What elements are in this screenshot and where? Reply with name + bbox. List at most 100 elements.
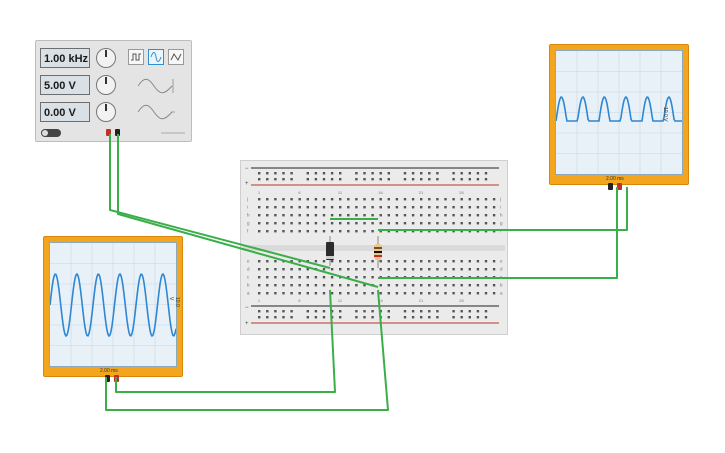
terminal-hole[interactable] (330, 230, 334, 233)
frequency-display[interactable]: 1.00 kHz (40, 48, 90, 68)
terminal-hole[interactable] (411, 198, 415, 201)
terminal-hole[interactable] (274, 284, 277, 287)
terminal-hole[interactable] (460, 260, 463, 263)
offset-knob[interactable] (96, 102, 116, 122)
top-rail-minus-hole[interactable] (314, 178, 318, 181)
bottom-rail-minus-hole[interactable] (387, 316, 390, 319)
top-rail-minus-hole[interactable] (403, 178, 407, 181)
bottom-rail-plus-hole[interactable] (436, 310, 439, 313)
terminal-hole[interactable] (492, 214, 496, 217)
terminal-hole[interactable] (428, 222, 431, 225)
terminal-hole[interactable] (420, 292, 423, 295)
terminal-hole[interactable] (363, 230, 366, 233)
terminal-hole[interactable] (266, 222, 269, 225)
terminal-hole[interactable] (355, 284, 358, 287)
terminal-hole[interactable] (420, 284, 423, 287)
bottom-rail-minus-hole[interactable] (258, 316, 261, 319)
terminal-hole[interactable] (322, 222, 326, 225)
terminal-hole[interactable] (298, 268, 301, 271)
terminal-hole[interactable] (371, 268, 374, 271)
terminal-hole[interactable] (306, 198, 309, 201)
fn-gen-negative-terminal[interactable] (115, 129, 120, 136)
terminal-hole[interactable] (395, 268, 399, 271)
terminal-hole[interactable] (363, 214, 366, 217)
terminal-hole[interactable] (387, 206, 390, 209)
terminal-hole[interactable] (476, 214, 480, 217)
top-rail-minus-hole[interactable] (290, 178, 293, 181)
terminal-hole[interactable] (387, 292, 390, 295)
terminal-hole[interactable] (258, 260, 261, 263)
terminal-hole[interactable] (436, 230, 439, 233)
top-rail-plus-hole[interactable] (387, 172, 390, 175)
terminal-hole[interactable] (444, 260, 447, 263)
terminal-hole[interactable] (371, 230, 374, 233)
terminal-hole[interactable] (298, 230, 301, 233)
bottom-rail-plus-hole[interactable] (330, 310, 334, 313)
terminal-hole[interactable] (355, 260, 358, 263)
bottom-rail-plus-hole[interactable] (411, 310, 415, 313)
terminal-hole[interactable] (290, 222, 293, 225)
terminal-hole[interactable] (258, 198, 261, 201)
terminal-hole[interactable] (355, 214, 358, 217)
terminal-hole[interactable] (330, 198, 334, 201)
terminal-hole[interactable] (290, 268, 293, 271)
terminal-hole[interactable] (476, 206, 480, 209)
terminal-hole[interactable] (339, 260, 342, 263)
top-rail-plus-hole[interactable] (460, 172, 463, 175)
terminal-hole[interactable] (420, 222, 423, 225)
terminal-hole[interactable] (347, 284, 350, 287)
terminal-hole[interactable] (403, 206, 407, 209)
bottom-rail-minus-hole[interactable] (339, 316, 342, 319)
terminal-hole[interactable] (363, 198, 366, 201)
terminal-hole[interactable] (258, 222, 261, 225)
terminal-hole[interactable] (403, 230, 407, 233)
bottom-rail-minus-hole[interactable] (330, 316, 334, 319)
top-rail-plus-hole[interactable] (452, 172, 455, 175)
terminal-hole[interactable] (274, 206, 277, 209)
terminal-hole[interactable] (314, 206, 318, 209)
bottom-rail-minus-hole[interactable] (411, 316, 415, 319)
scope-in-positive-terminal[interactable] (114, 375, 119, 382)
terminal-hole[interactable] (387, 198, 390, 201)
top-rail-plus-hole[interactable] (355, 172, 358, 175)
bottom-rail-plus-hole[interactable] (468, 310, 471, 313)
bottom-rail-minus-hole[interactable] (428, 316, 431, 319)
terminal-hole[interactable] (379, 198, 382, 201)
top-rail-plus-hole[interactable] (266, 172, 269, 175)
terminal-hole[interactable] (452, 198, 455, 201)
terminal-hole[interactable] (330, 268, 334, 271)
triangle-wave-button[interactable] (168, 49, 184, 65)
terminal-hole[interactable] (347, 292, 350, 295)
terminal-hole[interactable] (476, 284, 480, 287)
terminal-hole[interactable] (282, 292, 285, 295)
terminal-hole[interactable] (314, 222, 318, 225)
terminal-hole[interactable] (452, 260, 455, 263)
terminal-hole[interactable] (274, 198, 277, 201)
top-rail-minus-hole[interactable] (387, 178, 390, 181)
terminal-hole[interactable] (298, 276, 301, 279)
terminal-hole[interactable] (484, 214, 488, 217)
terminal-hole[interactable] (314, 230, 318, 233)
bottom-rail-plus-hole[interactable] (420, 310, 423, 313)
terminal-hole[interactable] (322, 214, 326, 217)
terminal-hole[interactable] (395, 214, 399, 217)
terminal-hole[interactable] (379, 230, 382, 233)
bottom-rail-minus-hole[interactable] (403, 316, 407, 319)
bottom-rail-plus-hole[interactable] (266, 310, 269, 313)
terminal-hole[interactable] (290, 260, 293, 263)
terminal-hole[interactable] (460, 214, 463, 217)
terminal-hole[interactable] (476, 292, 480, 295)
terminal-hole[interactable] (492, 230, 496, 233)
terminal-hole[interactable] (339, 276, 342, 279)
terminal-hole[interactable] (266, 284, 269, 287)
terminal-hole[interactable] (330, 292, 334, 295)
top-rail-plus-hole[interactable] (484, 172, 488, 175)
terminal-hole[interactable] (420, 260, 423, 263)
terminal-hole[interactable] (282, 230, 285, 233)
terminal-hole[interactable] (322, 260, 326, 263)
terminal-hole[interactable] (411, 230, 415, 233)
bottom-rail-minus-hole[interactable] (468, 316, 471, 319)
terminal-hole[interactable] (468, 230, 471, 233)
terminal-hole[interactable] (339, 222, 342, 225)
terminal-hole[interactable] (298, 206, 301, 209)
